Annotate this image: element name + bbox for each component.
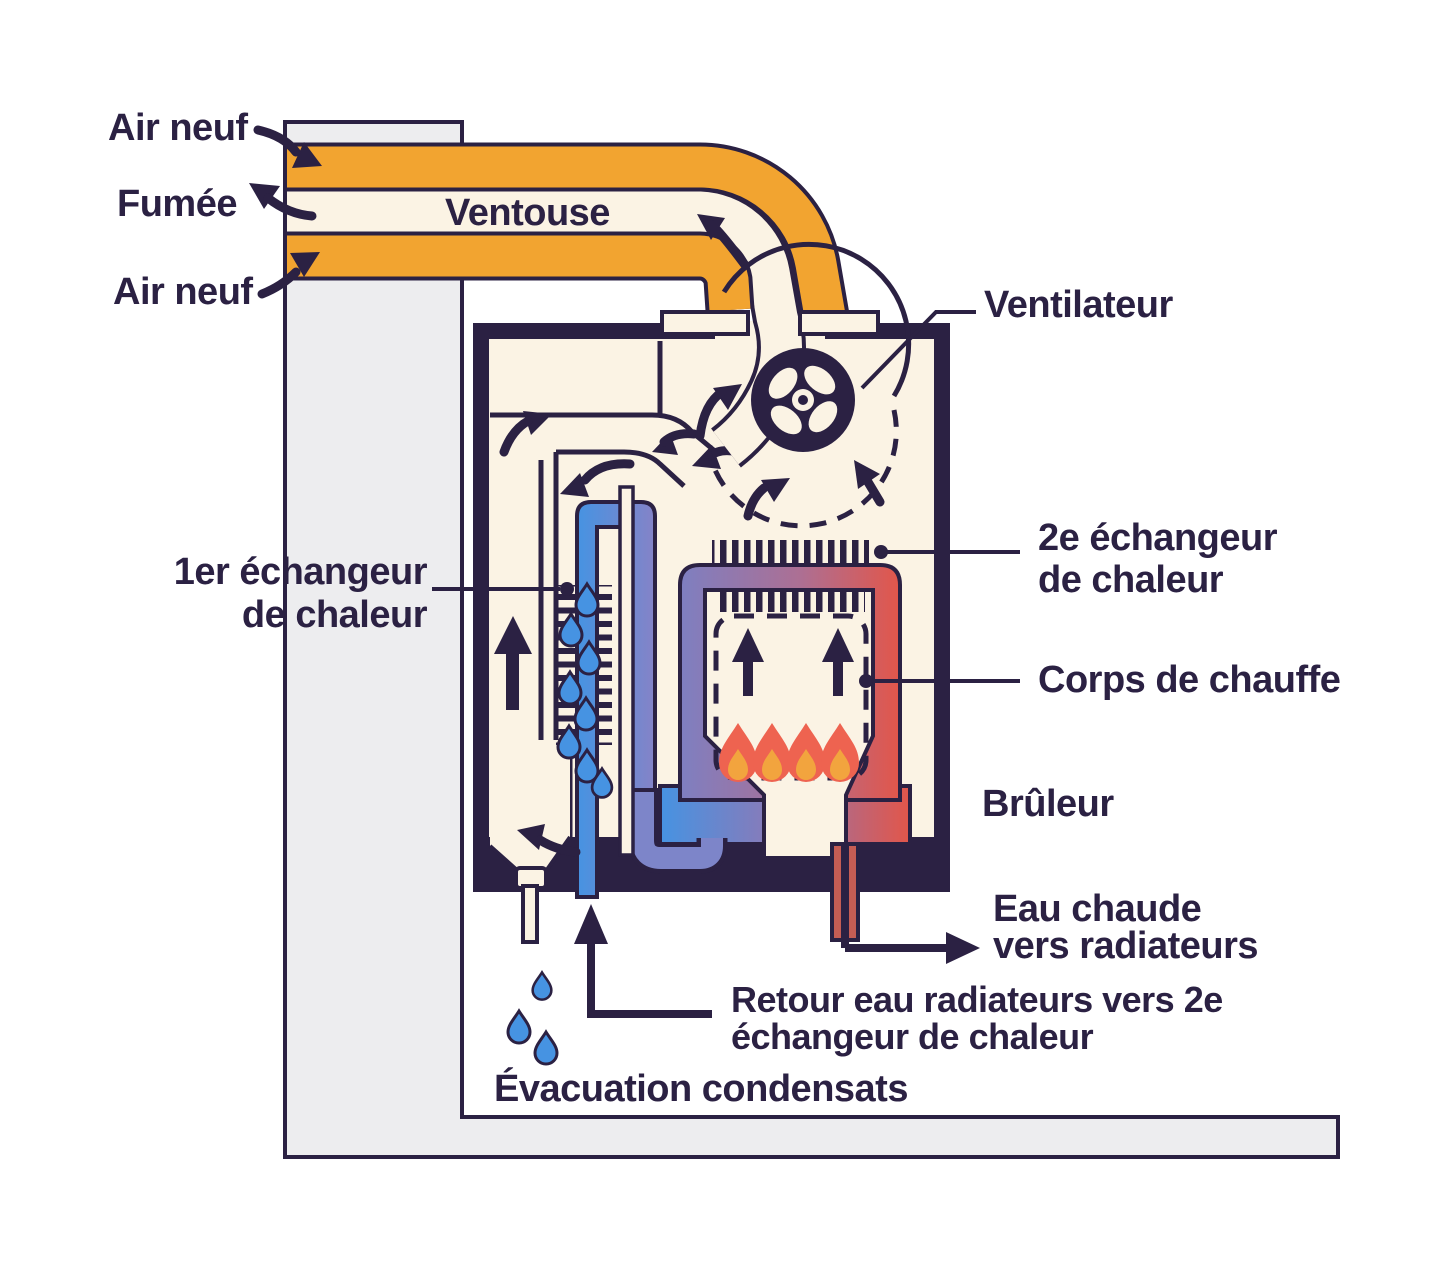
duct-collar-left (660, 310, 750, 336)
label-echangeur2-line1: 2e échangeur (1038, 517, 1278, 559)
label-ventilateur: Ventilateur (984, 284, 1173, 326)
air-duct-top (287, 146, 846, 320)
label-ventouse: Ventouse (445, 192, 610, 234)
return-elbow-pipe (627, 788, 728, 874)
condensate-drip-droplets (506, 971, 559, 1066)
condensate-drain-pipe (521, 884, 539, 944)
duct-collar-right (798, 310, 880, 336)
inner-fins (716, 592, 865, 612)
label-eau-chaude-line2: vers radiateurs (993, 925, 1258, 967)
label-retour-line2: échangeur de chaleur (731, 1016, 1094, 1057)
smoke-flow-arrow (697, 214, 750, 270)
label-echangeur1-line2: de chaleur (242, 594, 428, 636)
label-eau-chaude-line1: Eau chaude (993, 888, 1201, 930)
label-arrows (249, 125, 322, 299)
return-water-arrow (574, 904, 712, 1018)
label-bruleur: Brûleur (982, 783, 1114, 825)
label-evacuation-condensats: Évacuation condensats (494, 1066, 908, 1110)
air-duct-bottom (287, 235, 751, 312)
heat-up-arrows (732, 628, 854, 696)
pointer-lines (432, 310, 1020, 683)
label-echangeur1-line1: 1er échangeur (174, 551, 428, 593)
heat-exchanger-1 (556, 485, 657, 899)
label-air-neuf-bottom: Air neuf (113, 271, 253, 313)
fan-dashed-circle (706, 409, 899, 529)
pointer-dots (560, 545, 888, 688)
label-air-neuf-top: Air neuf (108, 107, 248, 149)
label-retour-line1: Retour eau radiateurs vers 2e (731, 979, 1223, 1020)
condensate-funnel (488, 740, 572, 944)
fan-scroll-arc (721, 241, 912, 398)
hot-water-arrow (841, 846, 980, 964)
label-fumee: Fumée (117, 183, 237, 225)
label-corps-de-chauffe: Corps de chauffe (1038, 659, 1340, 701)
inner-flue-tube (618, 485, 635, 857)
fan-icon (751, 348, 855, 452)
burner-zone-dashed (713, 613, 869, 781)
heat-exchanger-2-fins (712, 540, 869, 565)
label-echangeur2-line2: de chaleur (1038, 559, 1224, 601)
